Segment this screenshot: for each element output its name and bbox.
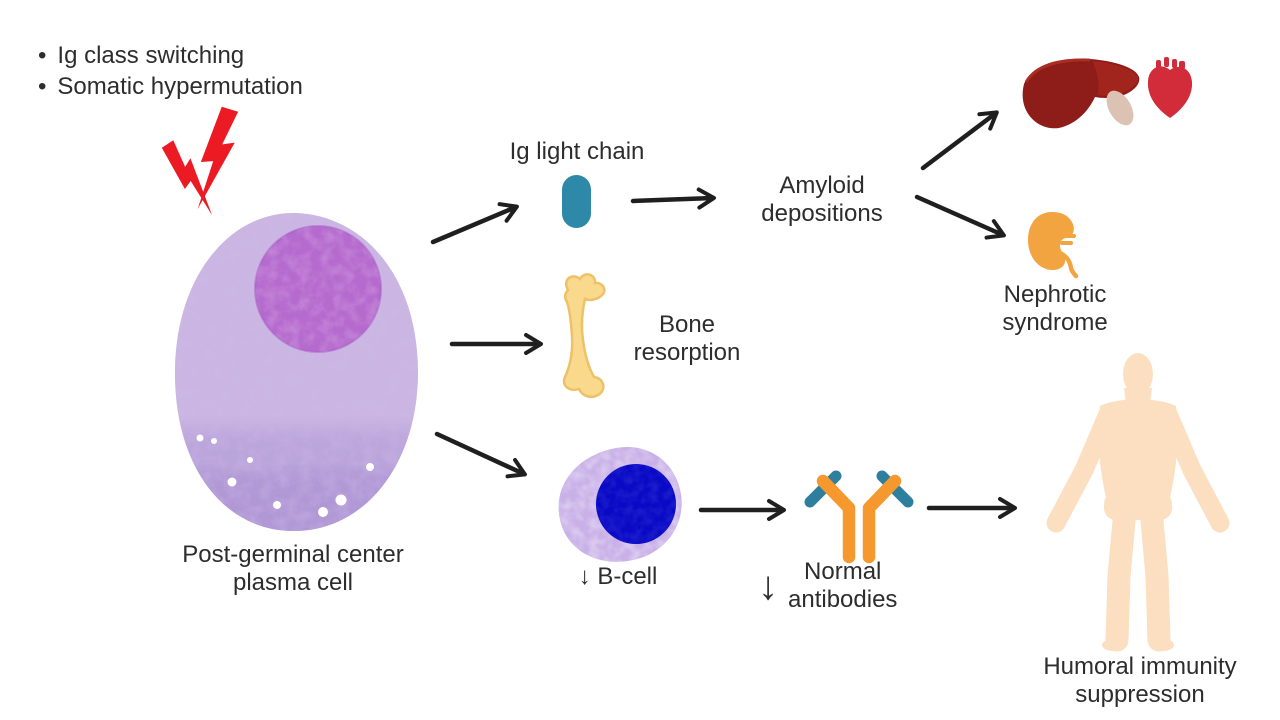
cell-granule-dots (196, 434, 374, 517)
kidney-icon (1028, 212, 1079, 279)
amyloid-depositions-label: Amyloid depositions (761, 172, 883, 227)
arrow-plasma-to-b-cell (434, 431, 527, 479)
ig-light-chain-label: Ig light chain (509, 138, 645, 165)
liver-icon (1022, 58, 1140, 129)
bullet-somatic-hypermutation: Somatic hypermutation (38, 71, 302, 102)
arrow-plasma-to-ig-light-chain (430, 202, 519, 245)
nephrotic-syndrome-label: Nephrotic syndrome (1002, 281, 1108, 336)
plasma-cell-label: Post-germinal center plasma cell (182, 541, 404, 596)
arrow-amyloid-to-organs (920, 110, 999, 171)
ig-light-chain-pill-icon (562, 175, 591, 228)
bone-resorption-label: Bone resorption (633, 311, 741, 366)
humoral-immunity-label: Humoral immunity suppression (1043, 653, 1237, 708)
mutation-bullet-list: Ig class switching Somatic hypermutation (38, 40, 303, 102)
b-cell-illustration (558, 446, 682, 562)
gallbladder-icon (1106, 90, 1134, 126)
heart-icon (1147, 57, 1193, 118)
human-silhouette-icon (1046, 353, 1230, 652)
bullet-ig-class-switching: Ig class switching (38, 40, 303, 71)
organ-cluster (1022, 58, 1140, 129)
lightning-bolts-icon (155, 104, 241, 218)
antibody-icon (804, 470, 914, 564)
plasma-cell-illustration (174, 212, 419, 531)
arrow-amyloid-to-kidney (914, 194, 1006, 240)
normal-antibodies-label: ↓ Normal antibodies (758, 558, 898, 613)
down-arrow-icon: ↓ (758, 564, 778, 608)
b-cell-label: ↓ B-cell (578, 563, 658, 590)
arrow-ig-to-amyloid (630, 187, 716, 210)
bone-icon (562, 273, 606, 398)
